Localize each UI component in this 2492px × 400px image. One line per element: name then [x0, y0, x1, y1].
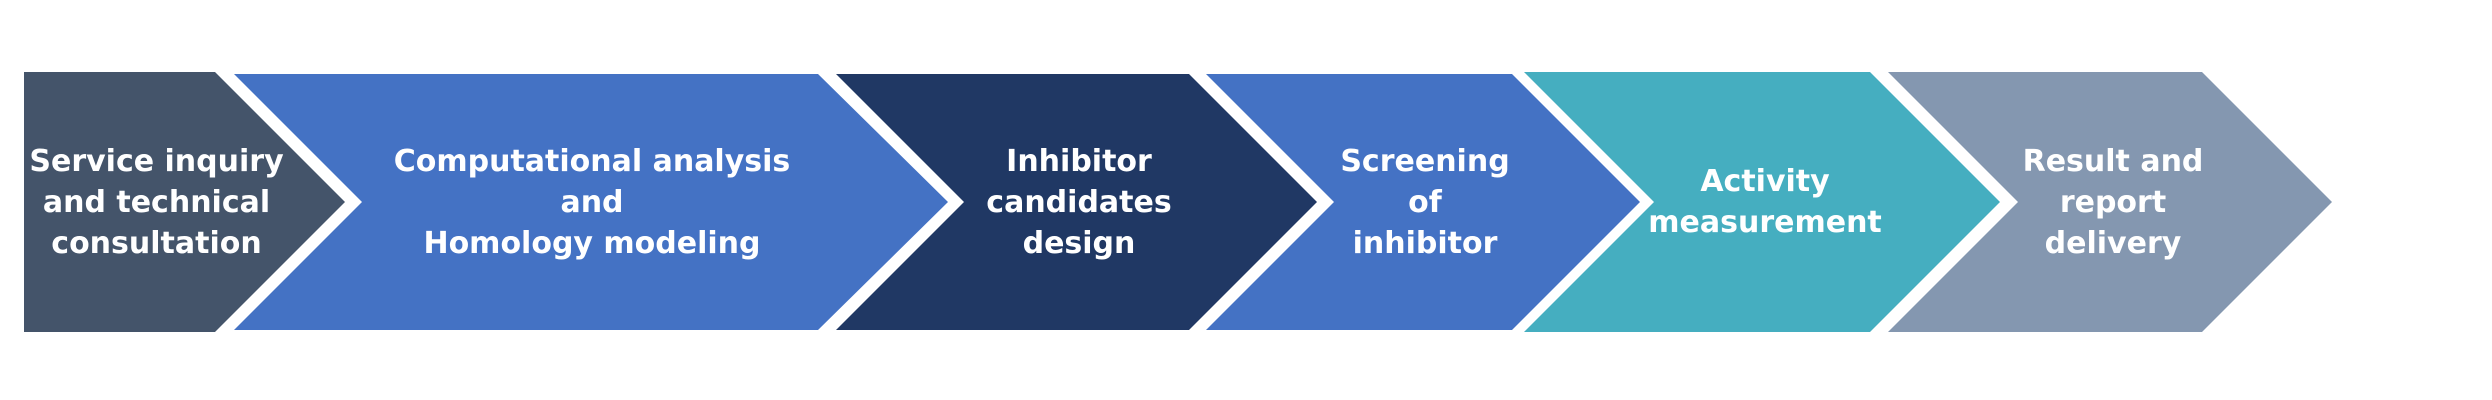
step-4-label: Screening of inhibitor [1340, 143, 1510, 261]
step-3-label: Inhibitor candidates design [986, 143, 1172, 261]
step-2-label: Computational analysis and Homology mode… [393, 143, 791, 261]
step-6-chevron [1888, 72, 2332, 332]
step-2-chevron [234, 74, 948, 330]
step-1-chevron [24, 72, 345, 332]
step-6-label: Result and report delivery [2022, 143, 2204, 261]
step-5-label: Activity measurement [1648, 164, 1882, 240]
step-3-chevron [836, 74, 1317, 330]
step-1-label: Service inquiry and technical consultati… [29, 143, 284, 261]
step-5-chevron [1524, 72, 2000, 332]
step-4-chevron [1206, 74, 1640, 330]
